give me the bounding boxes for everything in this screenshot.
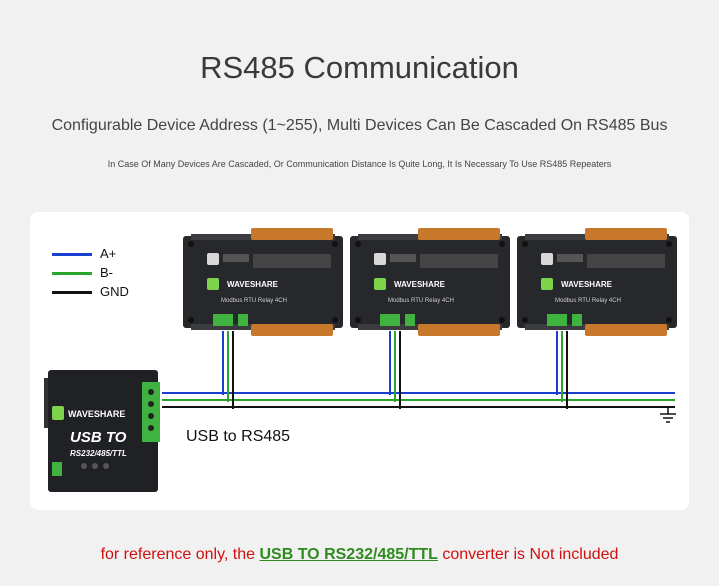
wiring-diagram: WAVESHARE Modbus RTU Relay 4CH WAVESHARE <box>44 228 677 492</box>
legend-gnd-line <box>52 291 92 294</box>
footer-prefix: for reference only, the <box>100 546 260 563</box>
relay-module-1: WAVESHARE Modbus RTU Relay 4CH <box>183 228 343 409</box>
legend-b-minus: B- <box>52 265 172 281</box>
relay-2-model: Modbus RTU Relay 4CH <box>388 298 454 304</box>
legend-a-plus: A+ <box>52 246 172 262</box>
legend-a-plus-line <box>52 253 92 256</box>
bus-label: USB to RS485 <box>186 428 291 445</box>
relay-module-2: WAVESHARE Modbus RTU Relay 4CH <box>350 228 510 409</box>
relay-1-brand: WAVESHARE <box>227 280 279 289</box>
footer-suffix: converter is Not included <box>437 546 619 563</box>
converter-name: USB TO <box>70 429 127 446</box>
legend-b-minus-line <box>52 272 92 275</box>
legend-b-minus-label: B- <box>100 265 113 280</box>
legend-a-plus-label: A+ <box>100 246 117 261</box>
footer-disclaimer: for reference only, the USB TO RS232/485… <box>0 546 719 564</box>
footer-product-link[interactable]: USB TO RS232/485/TTL <box>259 546 438 563</box>
legend-gnd: GND <box>52 284 172 300</box>
relay-3-model: Modbus RTU Relay 4CH <box>555 298 621 304</box>
relay-2-brand: WAVESHARE <box>394 280 446 289</box>
page-title: RS485 Communication <box>200 50 519 85</box>
subtitle: Configurable Device Address (1~255), Mul… <box>51 117 668 134</box>
relay-module-3: WAVESHARE Modbus RTU Relay 4CH <box>517 228 677 409</box>
relay-1-model: Modbus RTU Relay 4CH <box>221 298 287 304</box>
converter-brand: WAVESHARE <box>68 409 125 419</box>
usb-converter: WAVESHARE USB TO RS232/485/TTL <box>44 370 160 492</box>
converter-subname: RS232/485/TTL <box>70 449 127 458</box>
relay-3-brand: WAVESHARE <box>561 280 613 289</box>
repeater-note: In Case Of Many Devices Are Cascaded, Or… <box>107 159 612 169</box>
ground-icon <box>660 407 676 423</box>
legend-gnd-label: GND <box>100 284 129 299</box>
wiring-diagram-card: A+ B- GND <box>30 212 689 510</box>
